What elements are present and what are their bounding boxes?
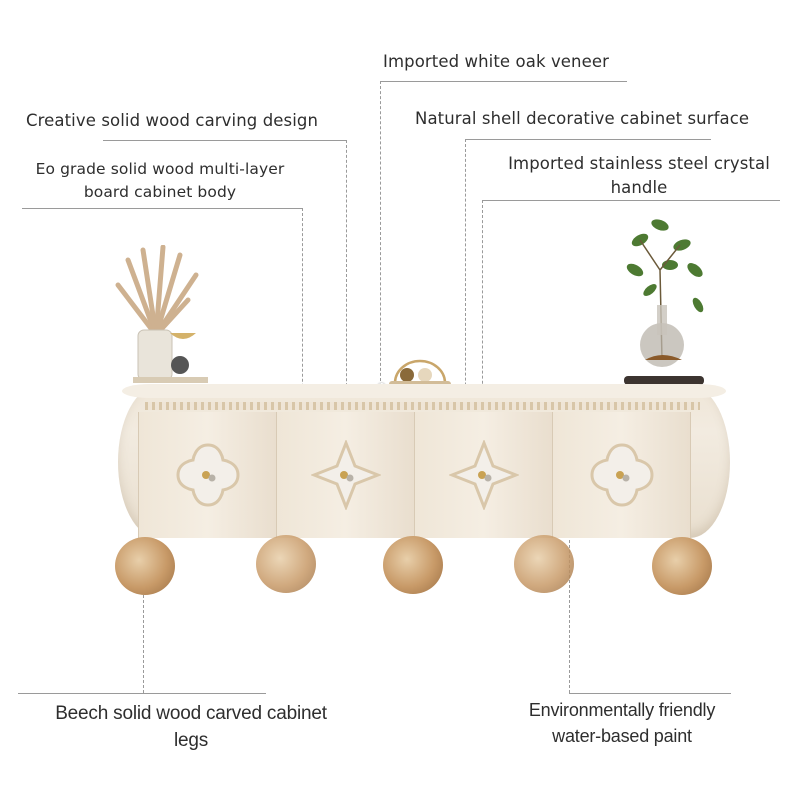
- wood-ball-leg-2: [256, 535, 316, 593]
- leader-handle-v: [482, 200, 483, 464]
- carved-dentil-trim: [145, 402, 700, 410]
- callout-paint-line1: Environmentally friendly: [528, 700, 716, 720]
- cabinet-door-3: [414, 412, 553, 538]
- leader-carving-h: [103, 140, 347, 141]
- leader-paint-v: [569, 505, 570, 693]
- callout-handle-line2: handle: [610, 178, 668, 197]
- callout-crystal-handle: Imported stainless steel crystal handle: [498, 152, 780, 200]
- shell-quatrefoil-panel: [175, 443, 240, 507]
- callout-cabinet-legs: Beech solid wood carved cabinet legs: [20, 700, 362, 754]
- leader-shell-v: [465, 139, 466, 475]
- leader-board-h: [22, 208, 303, 209]
- leader-shell-h: [465, 139, 711, 140]
- shell-star-panel: [448, 440, 519, 510]
- pampas-grass-decor: [115, 245, 208, 383]
- wood-ball-leg-1: [115, 537, 175, 595]
- callout-handle-line1: Imported stainless steel crystal: [508, 154, 770, 173]
- callout-paint-line2: water-based paint: [552, 726, 692, 746]
- shell-star-panel: [310, 440, 381, 510]
- leader-handle-h: [482, 200, 780, 201]
- wood-ball-leg-3: [383, 536, 443, 594]
- callout-water-paint: Environmentally friendly water-based pai…: [500, 697, 744, 749]
- wood-ball-leg-5: [652, 537, 712, 595]
- callout-board-body: Eo grade solid wood multi-layer board ca…: [30, 158, 290, 204]
- cabinet-door-2: [276, 412, 415, 538]
- leader-white-oak-h: [380, 81, 627, 82]
- callout-white-oak-veneer: Imported white oak veneer: [383, 52, 609, 71]
- callout-legs-line1: Beech solid wood carved cabinet: [55, 703, 327, 724]
- callout-board-line1: Eo grade solid wood multi-layer: [35, 160, 285, 178]
- vase-plant-decor: [624, 219, 704, 385]
- callout-wood-carving: Creative solid wood carving design: [26, 111, 319, 130]
- wood-ball-leg-4: [514, 535, 574, 593]
- leader-legs-v: [143, 570, 144, 693]
- cabinet-door-1: [138, 412, 277, 538]
- leader-white-oak-v: [380, 81, 381, 386]
- leader-legs-h: [18, 693, 266, 694]
- leader-board-v: [302, 208, 303, 432]
- leader-carving-v: [346, 140, 347, 406]
- callout-shell-surface: Natural shell decorative cabinet surface: [415, 109, 750, 128]
- shell-quatrefoil-panel: [589, 443, 654, 507]
- callout-board-line2: board cabinet body: [83, 183, 237, 201]
- callout-legs-line2: legs: [173, 730, 209, 751]
- leader-paint-h: [569, 693, 731, 694]
- cabinet-door-4: [552, 412, 691, 538]
- cabinet-top: [122, 384, 726, 398]
